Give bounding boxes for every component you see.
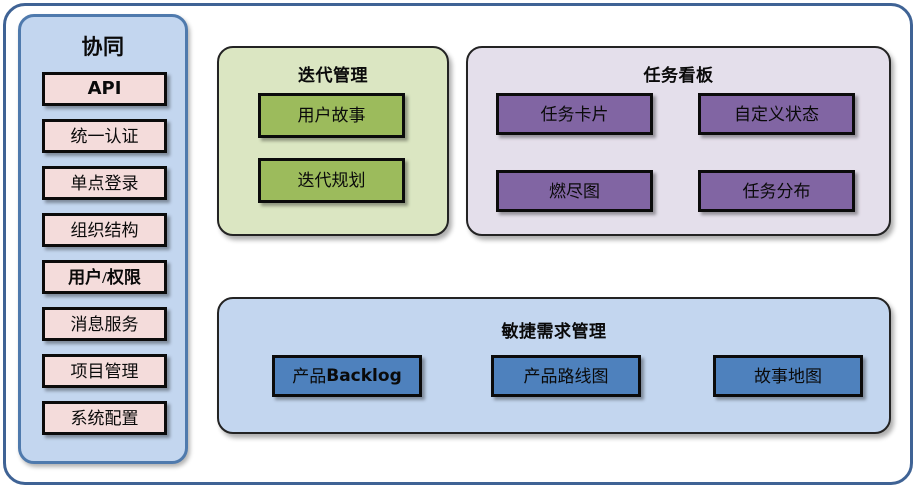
sidebar-item-system-config[interactable]: 系统配置 [42,401,167,435]
sidebar-title: 协同 [81,35,125,59]
task-board-title: 任务看板 [643,66,714,86]
sidebar-item-user-permission[interactable]: 用户/权限 [42,260,167,294]
sidebar-item-org-structure[interactable]: 组织结构 [42,213,167,247]
sidebar-panel: 协同 API 统一认证 单点登录 组织结构 用户/权限 消息服务 项目管理 系统… [18,14,188,464]
taskboard-item-task-distribution[interactable]: 任务分布 [698,170,855,212]
taskboard-item-custom-status[interactable]: 自定义状态 [698,93,855,135]
agile-item-story-map[interactable]: 故事地图 [713,355,863,397]
iteration-management-panel: 迭代管理 用户故事 迭代规划 [217,46,449,236]
sidebar-item-message-service[interactable]: 消息服务 [42,307,167,341]
agile-requirements-title: 敏捷需求管理 [501,322,607,342]
sidebar-item-unified-auth[interactable]: 统一认证 [42,119,167,153]
sidebar-item-project-management[interactable]: 项目管理 [42,354,167,388]
taskboard-item-task-card[interactable]: 任务卡片 [496,93,653,135]
agile-item-product-backlog-suffix: Backlog [326,365,402,386]
task-board-panel: 任务看板 任务卡片 自定义状态 燃尽图 任务分布 [466,46,891,236]
sidebar-item-api[interactable]: API [42,72,167,106]
taskboard-item-burndown-chart[interactable]: 燃尽图 [496,170,653,212]
iteration-item-iteration-plan[interactable]: 迭代规划 [258,158,405,203]
agile-item-product-roadmap[interactable]: 产品路线图 [491,355,641,397]
iteration-item-user-story[interactable]: 用户故事 [258,93,405,138]
iteration-management-title: 迭代管理 [298,66,368,86]
sidebar-item-sso[interactable]: 单点登录 [42,166,167,200]
agile-item-product-backlog-label: 产品 [292,366,327,386]
